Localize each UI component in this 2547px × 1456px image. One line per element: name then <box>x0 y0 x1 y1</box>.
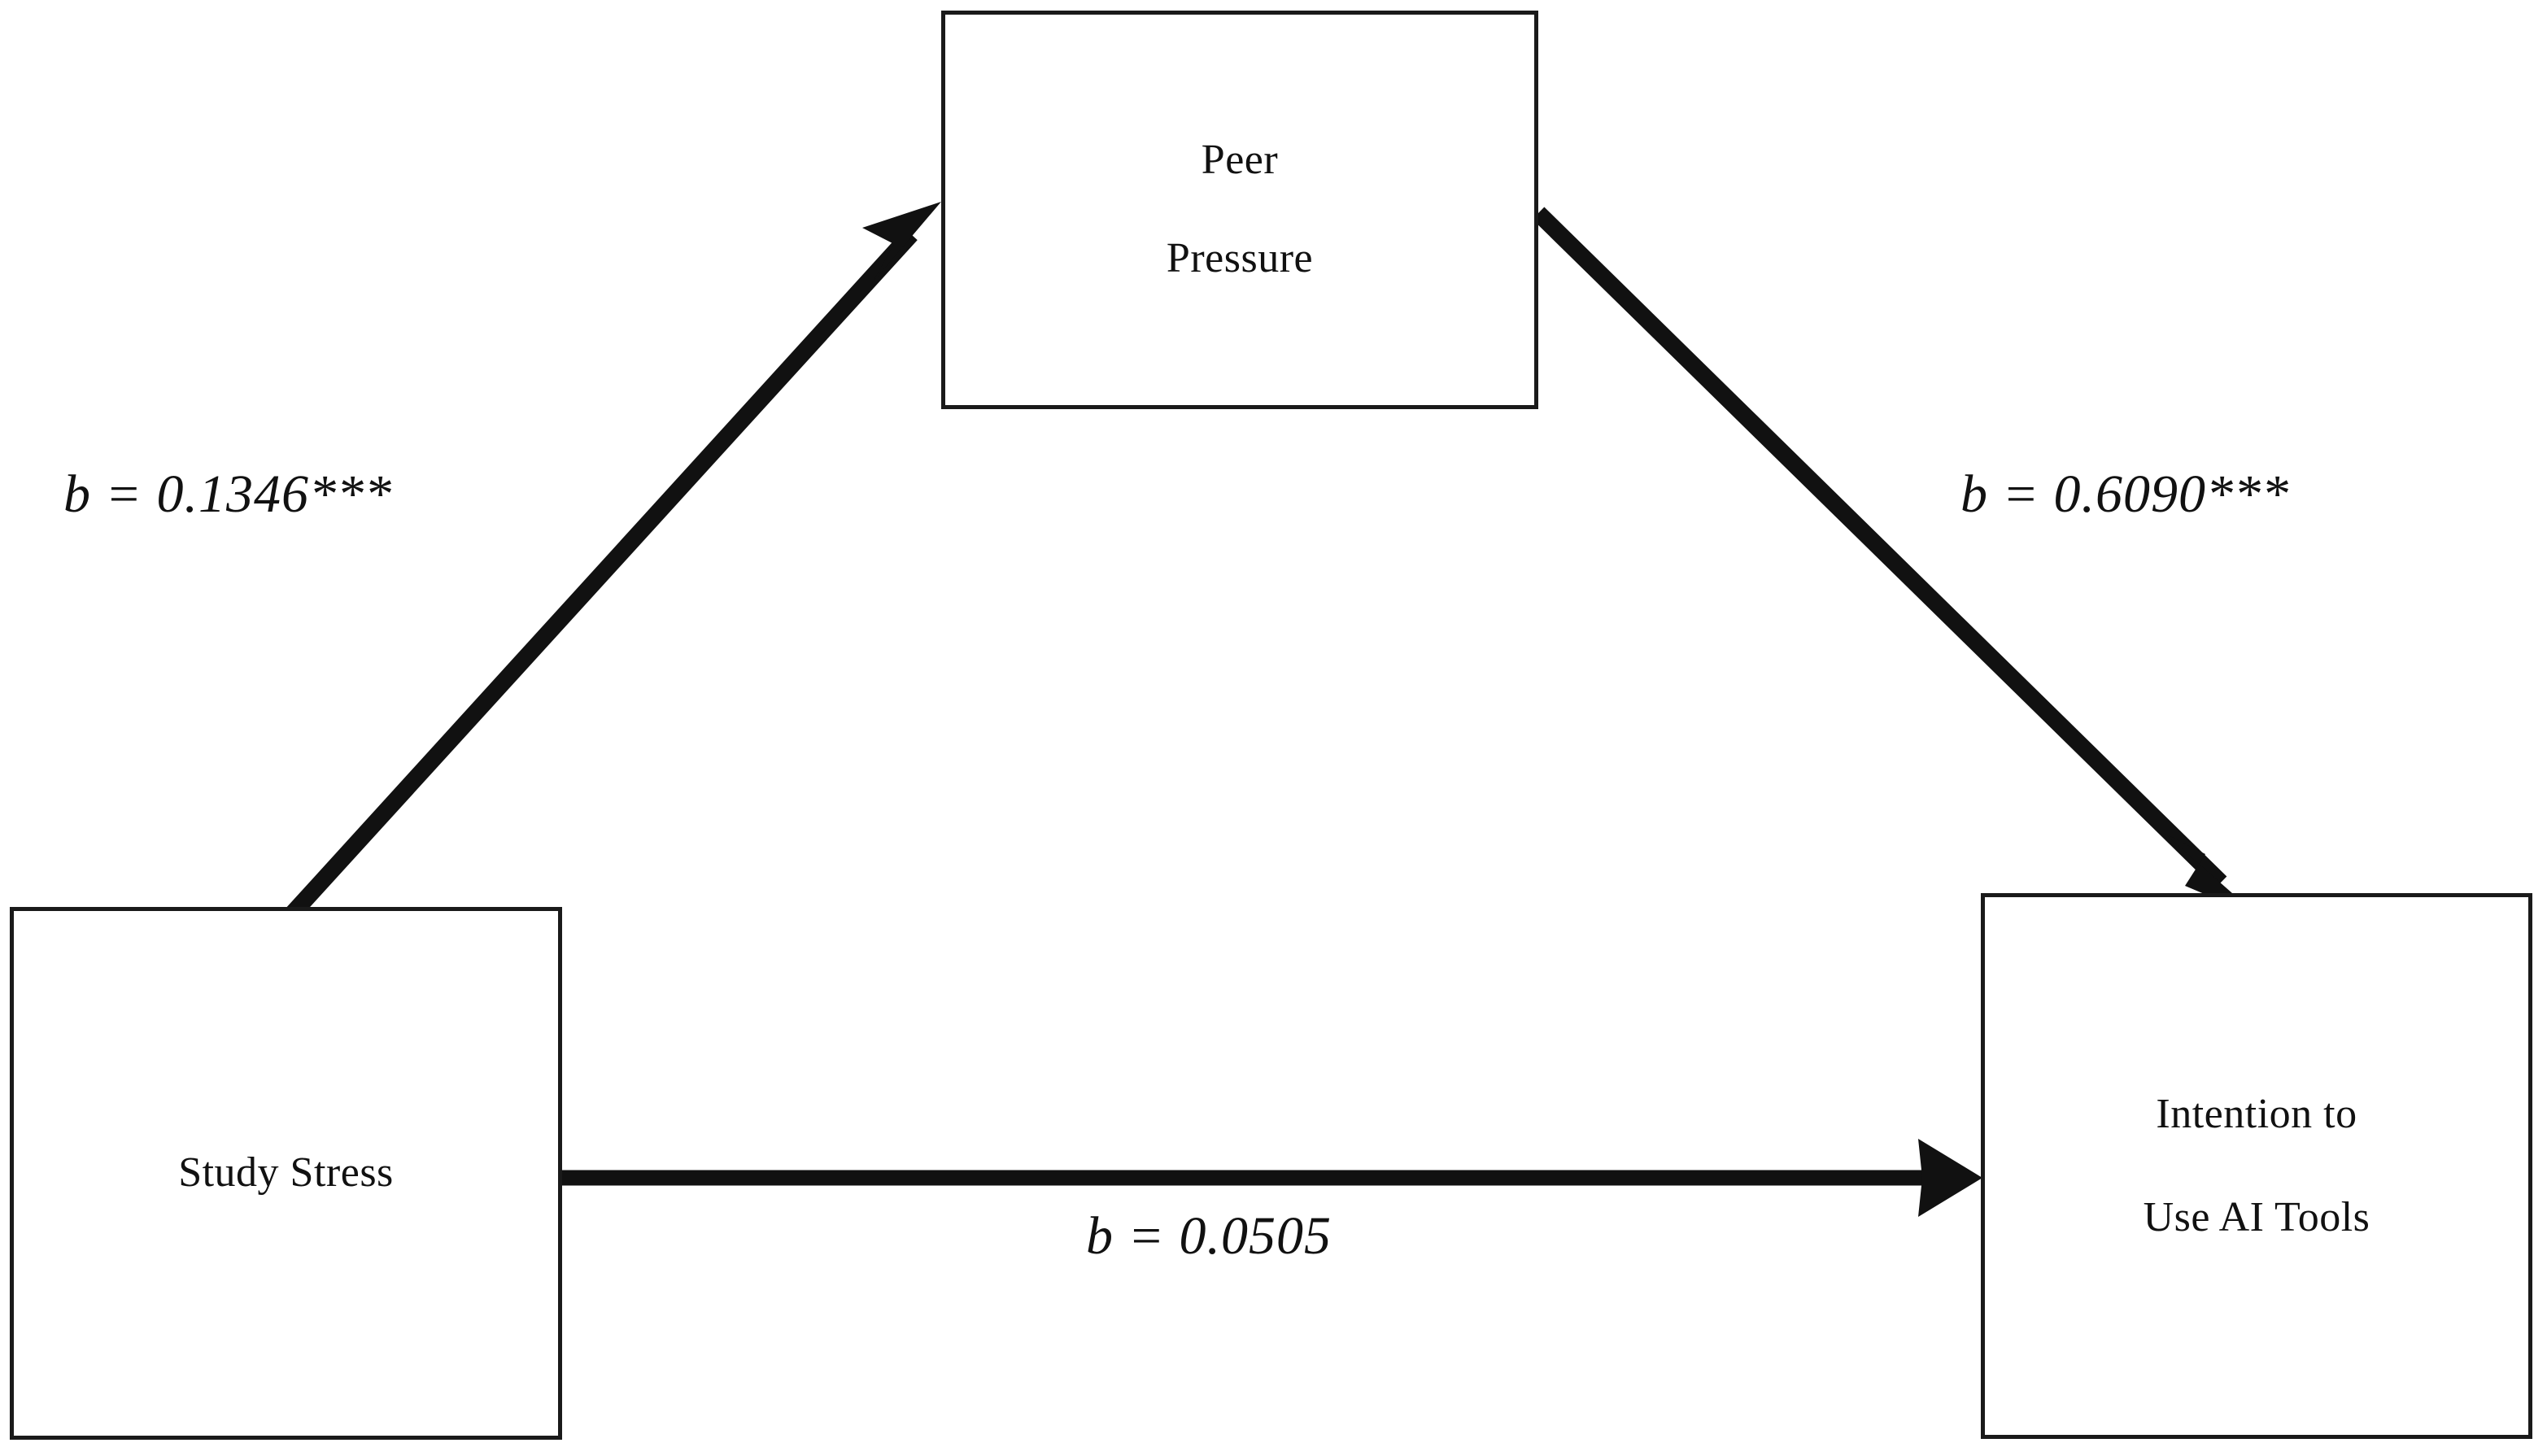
edge-label-c-path: b = 0.0505 <box>1086 1206 1332 1266</box>
node-study-stress-line-1: Study Stress <box>178 1149 394 1197</box>
node-peer-pressure-line-2: Pressure <box>1166 235 1314 281</box>
node-intention-line-2: Use AI Tools <box>2143 1193 2370 1240</box>
node-intention-to-use-ai-tools[interactable]: Intention to Use AI Tools <box>1981 893 2532 1439</box>
node-intention-line-1: Intention to <box>2156 1090 2357 1137</box>
edge-a-path <box>283 202 941 923</box>
edge-label-a-path: b = 0.1346*** <box>63 464 393 524</box>
edge-b-path <box>1532 207 2260 918</box>
node-study-stress[interactable]: Study Stress <box>10 907 562 1440</box>
node-peer-pressure[interactable]: Peer Pressure <box>941 11 1538 409</box>
edge-label-b-path: b = 0.6090*** <box>1960 464 2290 524</box>
node-peer-pressure-line-1: Peer <box>1201 137 1279 184</box>
